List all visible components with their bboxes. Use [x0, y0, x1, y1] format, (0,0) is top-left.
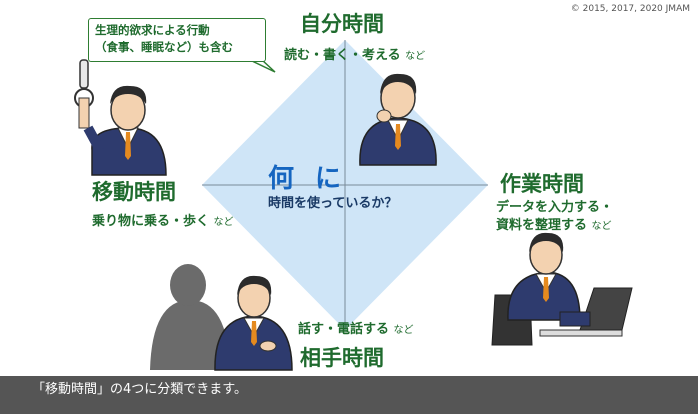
- commuter-illustration: [74, 59, 167, 176]
- move-time-desc: 乗り物に乗る・歩く など: [92, 210, 234, 229]
- center-title: 何 に: [268, 164, 348, 194]
- conversation-illustration: [150, 264, 293, 371]
- work-time-title: 作業時間: [500, 172, 584, 196]
- partner-time-actions: 話す・電話する: [298, 322, 390, 337]
- self-time-etc: など: [405, 51, 426, 62]
- note-line-2: （食事、睡眠など）も含む: [95, 40, 233, 54]
- laptop-worker-illustration: [491, 232, 633, 346]
- move-time-etc: など: [213, 217, 234, 228]
- note-line-1: 生理的欲求による行動: [95, 23, 210, 37]
- partner-time-title: 相手時間: [300, 346, 384, 370]
- work-time-etc: など: [591, 221, 612, 232]
- partner-time-etc: など: [393, 325, 414, 336]
- caption-bar: [0, 376, 698, 414]
- caption-text: 「移動時間」の4つに分類できます。: [32, 382, 247, 397]
- center-subtitle: 時間を使っているか？: [268, 196, 398, 211]
- work-time-actions: 資料を整理する: [496, 218, 588, 233]
- move-time-title: 移動時間: [92, 180, 176, 204]
- thinking-man-illustration: [359, 73, 437, 166]
- partner-time-desc: 話す・電話する など: [298, 318, 414, 337]
- work-time-desc-line1: データを入力する・: [496, 200, 614, 215]
- self-time-title: 自分時間: [300, 12, 384, 36]
- note-box: 生理的欲求による行動 （食事、睡眠など）も含む: [88, 18, 266, 62]
- move-time-actions: 乗り物に乗る・歩く: [92, 214, 210, 229]
- self-time-actions: 読む・書く・考える: [284, 48, 401, 63]
- work-time-desc-line2: 資料を整理する など: [496, 214, 612, 233]
- self-time-desc: 読む・書く・考える など: [284, 44, 425, 63]
- copyright: © 2015, 2017, 2020 JMAM: [570, 4, 690, 14]
